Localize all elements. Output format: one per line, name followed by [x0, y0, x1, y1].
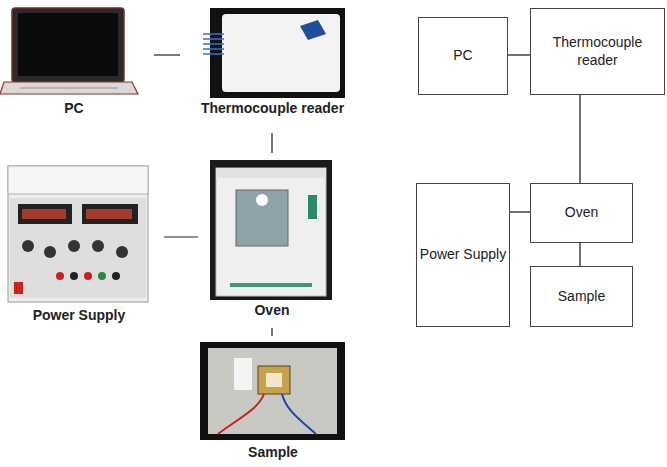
connector-line [271, 328, 272, 336]
connector-line [579, 243, 581, 266]
equipment-item: Sample [196, 340, 350, 464]
block-box: Power Supply [416, 183, 510, 327]
block-label: Oven [565, 204, 598, 222]
power-supply-picture [8, 166, 148, 302]
equipment-caption: Sample [196, 444, 350, 460]
oven-picture [210, 160, 332, 300]
sample-picture [200, 342, 345, 440]
equipment-item: Thermocouple reader [188, 6, 357, 128]
equipment-item: Oven [206, 158, 338, 324]
connector-line [579, 95, 581, 183]
block-box: Thermocouple reader [530, 8, 665, 95]
block-label: Power Supply [420, 246, 506, 264]
connector-line [510, 211, 530, 213]
laptop-picture [0, 8, 138, 94]
connector-line [164, 236, 198, 237]
connector-line [508, 54, 530, 56]
equipment-caption: Thermocouple reader [188, 100, 357, 116]
equipment-item: PC [2, 6, 146, 128]
connector-line [154, 54, 180, 55]
block-label: PC [453, 47, 472, 65]
block-box: PC [418, 17, 508, 95]
reader-picture [203, 8, 345, 98]
equipment-caption: PC [2, 100, 146, 116]
equipment-caption: Oven [206, 302, 338, 318]
block-label: Sample [558, 288, 605, 306]
connector-line [271, 133, 272, 153]
block-box: Oven [530, 183, 633, 243]
block-label: Thermocouple reader [548, 34, 648, 69]
equipment-item: Power Supply [2, 163, 156, 331]
block-box: Sample [530, 266, 633, 327]
equipment-caption: Power Supply [2, 307, 156, 323]
